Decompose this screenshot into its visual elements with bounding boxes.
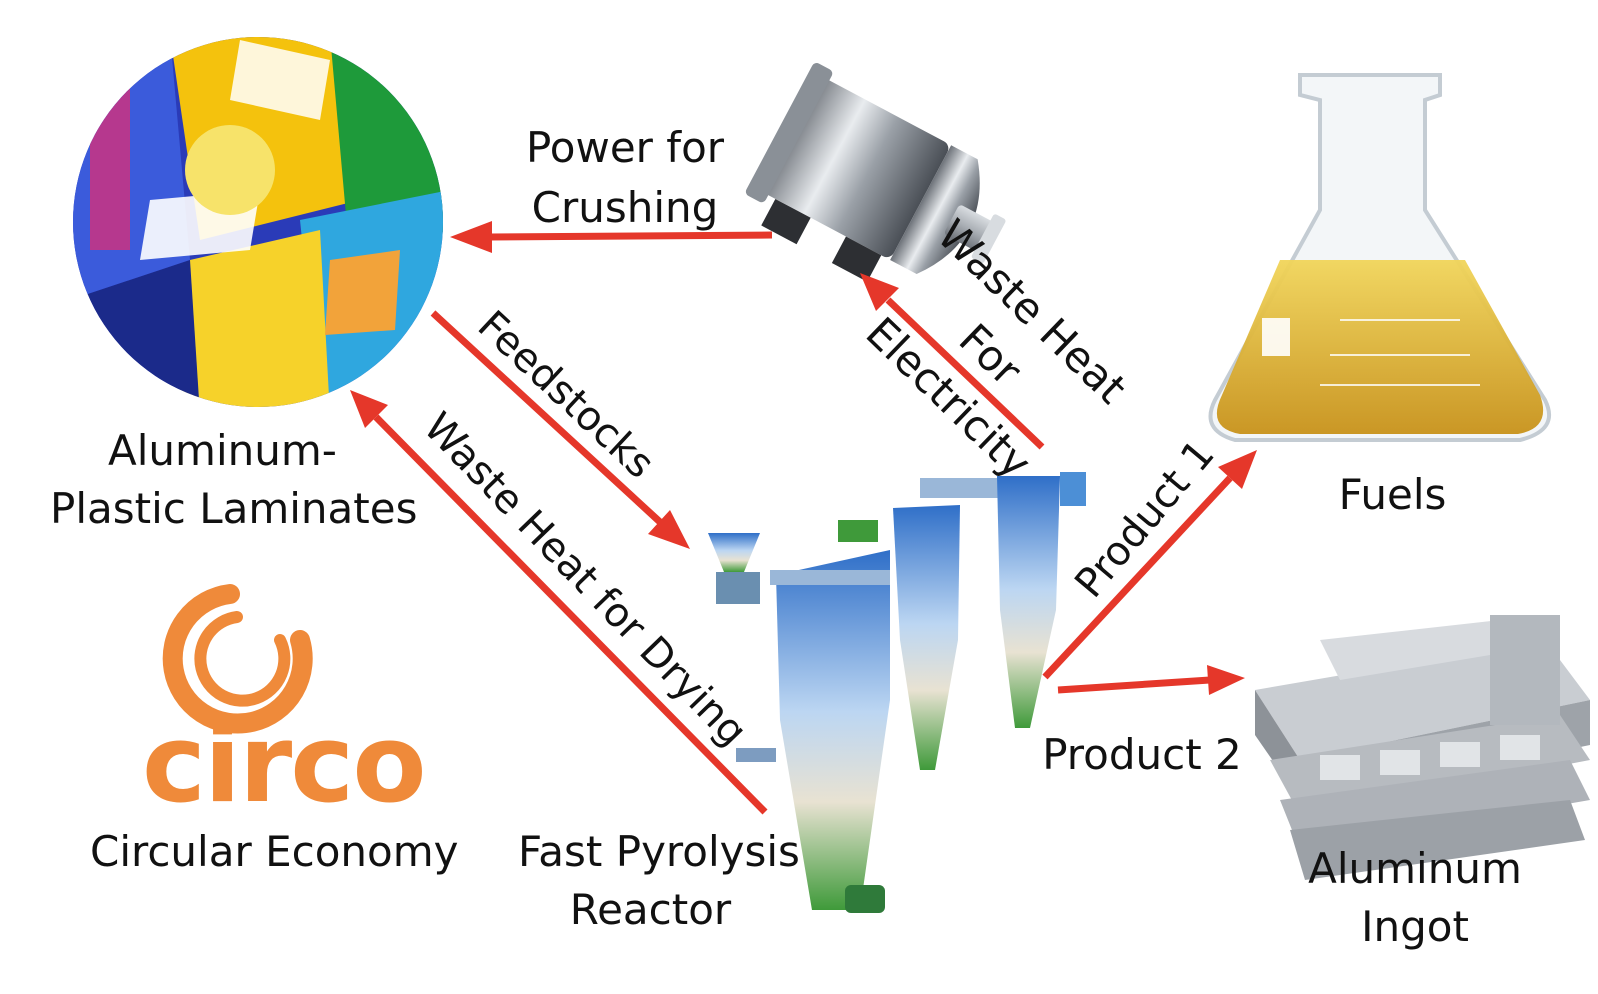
circular-economy-caption: Circular Economy [90, 823, 459, 881]
ingot-label: Aluminum Ingot [1300, 840, 1530, 956]
arrow-waste-heat-drying [373, 414, 768, 815]
power-for-crushing-line1: Power for [525, 123, 725, 172]
laminates-label-line1: Aluminum- [108, 426, 337, 475]
power-for-crushing-line2: Crushing [531, 183, 719, 232]
arrow-feedstocks-head [648, 510, 690, 549]
circo-logo-word: circo [142, 702, 427, 827]
arrow-product-1-head [1218, 450, 1257, 489]
arrow-waste-heat-drying-head [350, 390, 388, 428]
arrow-waste-heat-electricity-head [860, 273, 899, 311]
arrow-power-for-crushing [489, 231, 773, 241]
arrow-waste-heat-electricity [885, 297, 1045, 450]
ingot-label-line1: Aluminum [1308, 844, 1522, 893]
circular-economy-caption-text: Circular Economy [90, 827, 459, 876]
arrow-product-1 [1042, 475, 1233, 680]
flask-fuel-icon [1208, 73, 1551, 442]
arrow-product-2 [1057, 676, 1211, 694]
pyrolysis-reactor-icon [708, 472, 1086, 913]
power-for-crushing-label: Power for Crushing [510, 118, 740, 238]
ingot-label-line2: Ingot [1361, 902, 1469, 951]
reactor-label-line1: Fast Pyrolysis [518, 827, 800, 876]
laminate-photo [73, 37, 443, 407]
product-2-label-text: Product 2 [1042, 730, 1242, 779]
fuels-label-text: Fuels [1338, 470, 1447, 519]
arrow-feedstocks [430, 310, 663, 525]
aluminum-ingot-icon [1245, 565, 1598, 895]
laminates-label: Aluminum- Plastic Laminates [50, 422, 418, 538]
turbine-generator-icon [745, 63, 1006, 282]
arrow-power-for-crushing-head [450, 221, 492, 253]
fuels-label: Fuels [1330, 466, 1455, 524]
arrows [350, 221, 1257, 815]
product-2-label: Product 2 [1042, 726, 1242, 784]
circo-logo [162, 584, 313, 734]
laminates-label-line2: Plastic Laminates [50, 484, 418, 533]
reactor-label-line2: Reactor [569, 885, 732, 934]
arrow-product-2-head [1207, 665, 1245, 695]
reactor-label: Fast Pyrolysis Reactor [518, 823, 800, 939]
